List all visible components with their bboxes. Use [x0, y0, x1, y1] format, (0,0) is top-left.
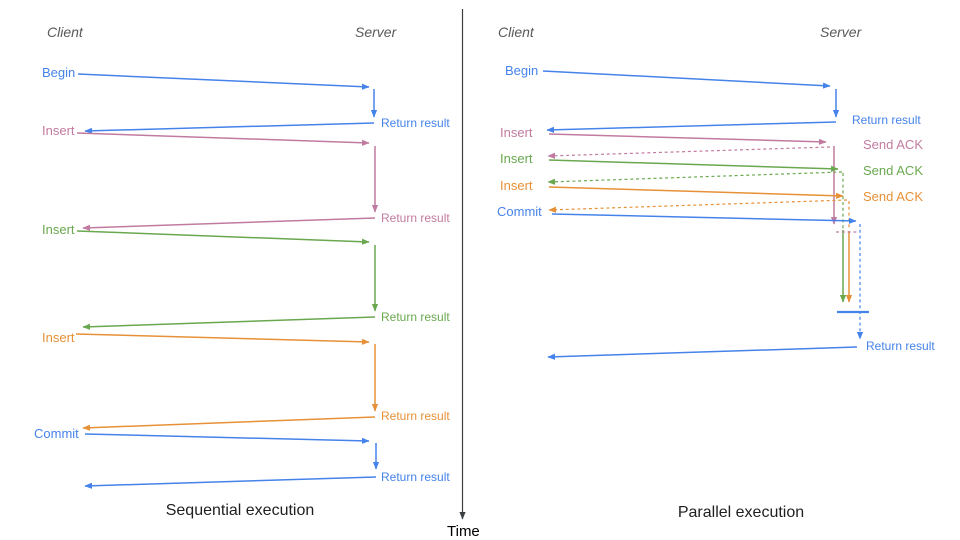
seq-insert3-label: Insert	[42, 330, 75, 345]
seq-insert3-request-line	[75, 333, 370, 345]
par-commit-request-line	[551, 213, 857, 224]
par-insert1-ack-line	[547, 146, 831, 159]
time-axis-label: Time	[447, 523, 480, 540]
seq-client-header: Client	[47, 24, 83, 40]
seq-commit-result-label: Return result	[381, 470, 450, 484]
par-insert3-ack-label: Send ACK	[863, 189, 923, 204]
par-insert1-label: Insert	[500, 125, 533, 140]
seq-insert1-request-line	[76, 132, 370, 146]
seq-insert3-result-label: Return result	[381, 409, 450, 423]
par-commit-label: Commit	[497, 204, 542, 219]
par-insert2-ack-line	[547, 171, 843, 185]
seq-insert2-request-line	[76, 230, 370, 245]
seq-begin-label: Begin	[42, 65, 76, 80]
seq-insert1-result-label: Return result	[381, 211, 450, 225]
seq-commit-request-line	[84, 433, 370, 444]
par-begin-result-label: Return result	[852, 113, 921, 127]
par-commit-result-label: Return result	[866, 339, 935, 353]
seq-insert1-label: Insert	[42, 123, 75, 138]
seq-server-header: Server	[355, 24, 397, 40]
seq-begin-return-line	[84, 122, 375, 134]
par-begin-label: Begin	[505, 63, 539, 78]
seq-insert2-return-line	[82, 316, 376, 330]
par-client-header: Client	[498, 24, 534, 40]
par-server-header: Server	[820, 24, 862, 40]
seq-insert2-result-label: Return result	[381, 310, 450, 324]
par-insert3-request-line	[548, 186, 844, 199]
seq-caption: Sequential execution	[165, 502, 315, 519]
seq-commit-label: Commit	[34, 426, 79, 441]
par-insert2-label: Insert	[500, 151, 533, 166]
par-insert2-ack-label: Send ACK	[863, 163, 923, 178]
par-insert3-ack-line	[548, 199, 848, 213]
seq-insert1-return-line	[82, 217, 376, 231]
par-begin-return-line	[546, 121, 837, 133]
par-insert2-request-line	[548, 159, 839, 172]
par-insert1-ack-label: Send ACK	[863, 137, 923, 152]
par-insert3-label: Insert	[500, 178, 533, 193]
seq-commit-return-line	[84, 476, 377, 489]
seq-insert2-label: Insert	[42, 222, 75, 237]
seq-begin-request-line	[77, 73, 370, 90]
par-caption: Parallel execution	[677, 504, 805, 521]
seq-begin-result-label: Return result	[381, 116, 450, 130]
par-begin-request-line	[542, 70, 831, 89]
par-final-return-line	[547, 346, 858, 360]
par-insert1-request-line	[548, 133, 827, 145]
seq-insert3-return-line	[82, 416, 376, 431]
